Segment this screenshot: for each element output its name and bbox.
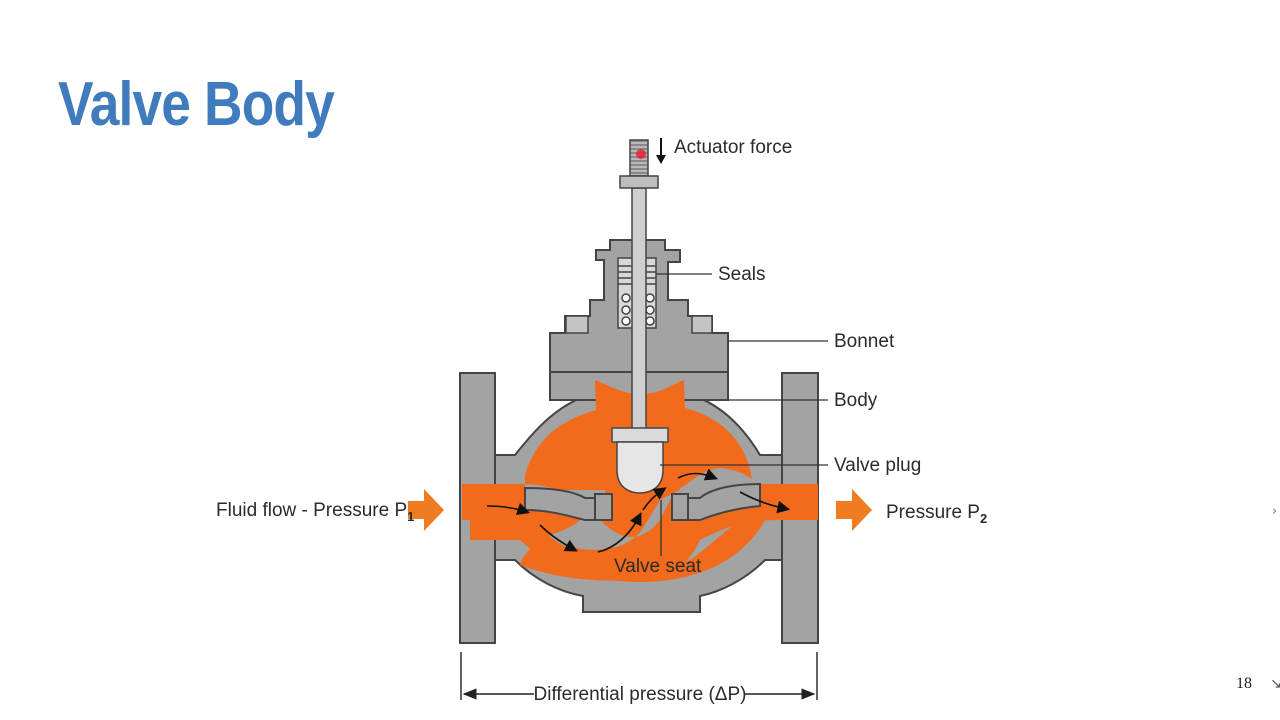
- chevron-right-icon[interactable]: ›: [1272, 504, 1278, 519]
- next-slide-icon[interactable]: ↘: [1270, 676, 1280, 692]
- arrow-right-icon: [836, 489, 872, 531]
- valve-plug: [611, 427, 669, 494]
- slide-title: Valve Body: [58, 70, 335, 139]
- label-inlet-pressure: Fluid flow - Pressure P1: [216, 500, 414, 524]
- label-inlet-prefix: Fluid flow - Pressure P: [216, 500, 407, 521]
- label-outlet-subscript: 2: [980, 511, 987, 526]
- leader-lines: [656, 273, 828, 556]
- label-inlet-subscript: 1: [407, 509, 414, 524]
- label-valve-seat: Valve seat: [614, 556, 702, 577]
- valve-stem: [619, 139, 659, 431]
- page-number: 18: [1236, 675, 1252, 692]
- flow-direction-arrows: [486, 468, 791, 553]
- label-outlet-pressure: Pressure P2: [886, 502, 987, 526]
- arrow-right-icon: [408, 489, 444, 531]
- label-seals: Seals: [718, 264, 766, 285]
- differential-dimension: [460, 652, 818, 700]
- label-actuator-force: Actuator force: [674, 137, 792, 158]
- label-differential-pressure: Differential pressure (ΔP): [534, 684, 747, 705]
- label-body: Body: [834, 390, 878, 411]
- arrow-down-icon: [656, 138, 666, 164]
- label-valve-plug: Valve plug: [834, 455, 921, 476]
- label-bonnet: Bonnet: [834, 331, 895, 352]
- label-outlet-prefix: Pressure P: [886, 502, 980, 523]
- valve-seat: [524, 482, 761, 521]
